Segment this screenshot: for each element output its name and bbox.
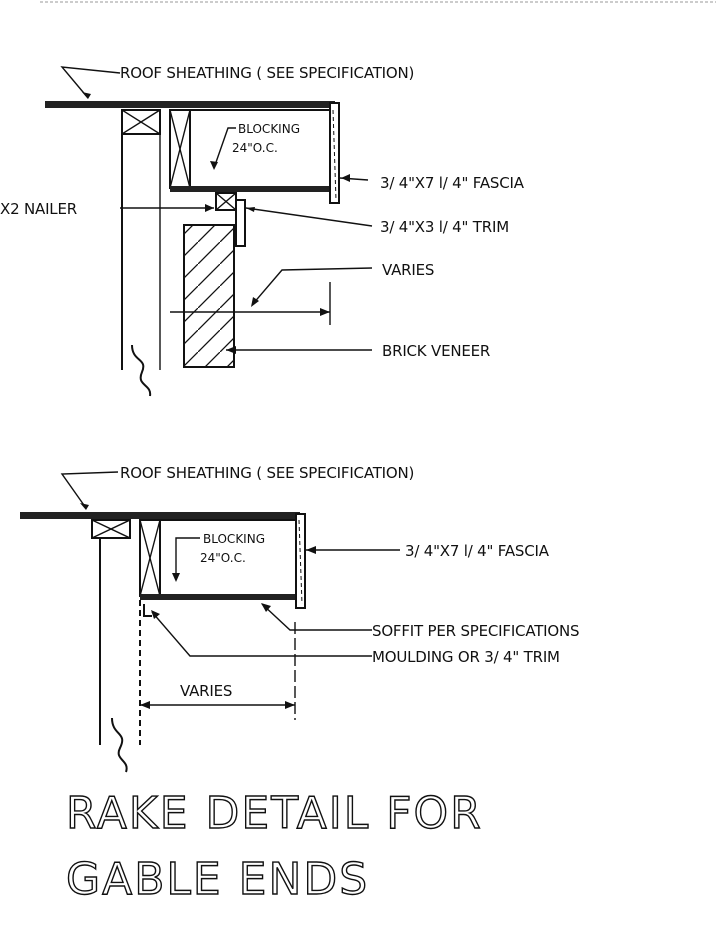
upper-varies-label: VARIES <box>382 261 434 279</box>
lower-blocking-label-1: BLOCKING <box>203 532 265 546</box>
upper-detail: BLOCKING 24"O.C. ROOF SHEATHI <box>0 64 525 397</box>
lower-varies-label: VARIES <box>180 682 232 700</box>
lower-detail: BLOCKING 24"O.C. ROOF SHEATHING ( SEE SP… <box>20 464 580 773</box>
lower-fascia-label: 3/ 4"X7 l/ 4" FASCIA <box>405 542 550 560</box>
drawing-title: RAKE DETAIL FOR GABLE ENDS <box>65 787 483 905</box>
upper-brick-veneer-label: BRICK VENEER <box>382 342 490 360</box>
lower-soffit-label: SOFFIT PER SPECIFICATIONS <box>372 622 579 640</box>
upper-roof-sheathing-label: ROOF SHEATHING ( SEE SPECIFICATION) <box>120 64 414 82</box>
upper-roof-sheathing <box>45 101 335 108</box>
upper-trim-label: 3/ 4"X3 l/ 4" TRIM <box>380 218 509 236</box>
lower-fascia <box>295 513 306 609</box>
upper-trim <box>235 199 246 247</box>
upper-blocking-label-1: BLOCKING <box>238 122 300 136</box>
upper-trim-leader <box>245 207 373 227</box>
upper-nailer-label: X2 NAILER <box>0 200 77 218</box>
lower-roof-sheathing-label: ROOF SHEATHING ( SEE SPECIFICATION) <box>120 464 414 482</box>
lower-rafter-block <box>91 519 131 539</box>
title-line-2: GABLE ENDS <box>66 854 369 905</box>
upper-brick-veneer <box>183 224 235 368</box>
lower-sheathing-leader <box>60 471 119 509</box>
upper-blocking-label-2: 24"O.C. <box>232 141 278 155</box>
upper-sheathing-leader <box>60 66 121 99</box>
lower-soffit <box>140 594 300 600</box>
upper-break-line <box>131 344 152 397</box>
lower-moulding-label: MOULDING OR 3/ 4" TRIM <box>372 648 560 666</box>
lower-break-line <box>111 717 128 773</box>
title-line-1: RAKE DETAIL FOR <box>66 788 483 839</box>
upper-fascia-label: 3/ 4"X7 l/ 4" FASCIA <box>380 174 525 192</box>
lower-blocking-label-2: 24"O.C. <box>200 551 246 565</box>
lower-roof-sheathing <box>20 512 300 519</box>
